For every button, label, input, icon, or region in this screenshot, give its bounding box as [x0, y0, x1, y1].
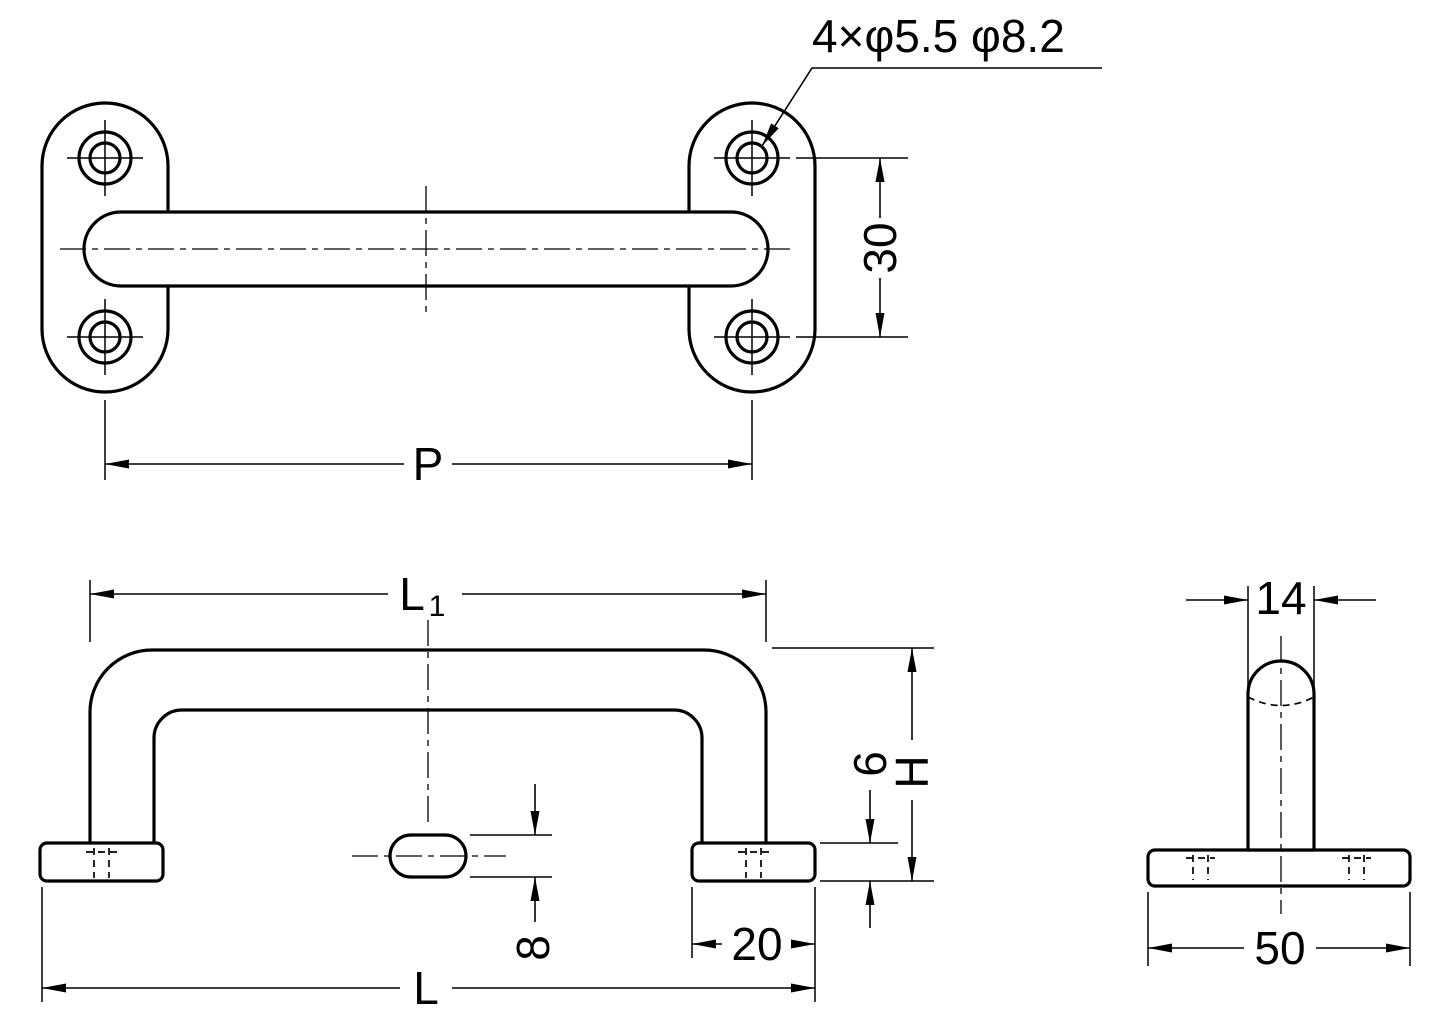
foot-hidden-holes: [86, 848, 769, 878]
dim-30: 30: [796, 157, 908, 338]
dim-hole-spec: 4×φ5.5 φ8.2: [812, 10, 1065, 62]
side-view: 14 50: [1146, 572, 1412, 974]
dim-overall-length-label: L: [413, 962, 439, 1014]
dim-8: 8: [470, 784, 559, 961]
front-view: L 1 6 H 8: [38, 568, 938, 1014]
screw-holes: [67, 120, 790, 375]
dim-50: 50: [1147, 892, 1411, 974]
dim-6: 6: [820, 751, 898, 928]
dim-post-width-label: 14: [1255, 572, 1306, 624]
dim-14: 14: [1186, 572, 1376, 688]
dim-grip-span-label: L: [399, 568, 425, 620]
side-post: [1246, 659, 1316, 852]
dim-20: 20: [691, 887, 815, 970]
dim-p: P: [104, 400, 753, 490]
top-view: 4×φ5.5 φ8.2 30 P: [40, 10, 1102, 490]
dim-l: L: [41, 887, 816, 1014]
dim-overall-height-label: H: [886, 755, 938, 788]
foot-left: [38, 841, 165, 883]
foot-right: [690, 841, 817, 883]
dim-hole-spacing-label: 30: [854, 222, 906, 273]
handle-outer-contour: [88, 648, 768, 845]
post-hidden-tangent: [1247, 696, 1315, 707]
hole-spec-leader: [761, 67, 1102, 147]
dim-h: H: [772, 647, 938, 882]
dim-grip-span-sub: 1: [429, 590, 446, 623]
dim-foot-width-label: 20: [731, 918, 782, 970]
dim-l1: L 1: [89, 568, 767, 642]
dim-slot-height-label: 8: [507, 935, 559, 961]
dim-base-width-label: 50: [1254, 922, 1305, 974]
side-base: [1146, 848, 1412, 888]
side-hidden-holes: [1186, 855, 1371, 880]
dim-pitch-label: P: [413, 438, 444, 490]
dim-base-thickness-label: 6: [844, 751, 896, 777]
